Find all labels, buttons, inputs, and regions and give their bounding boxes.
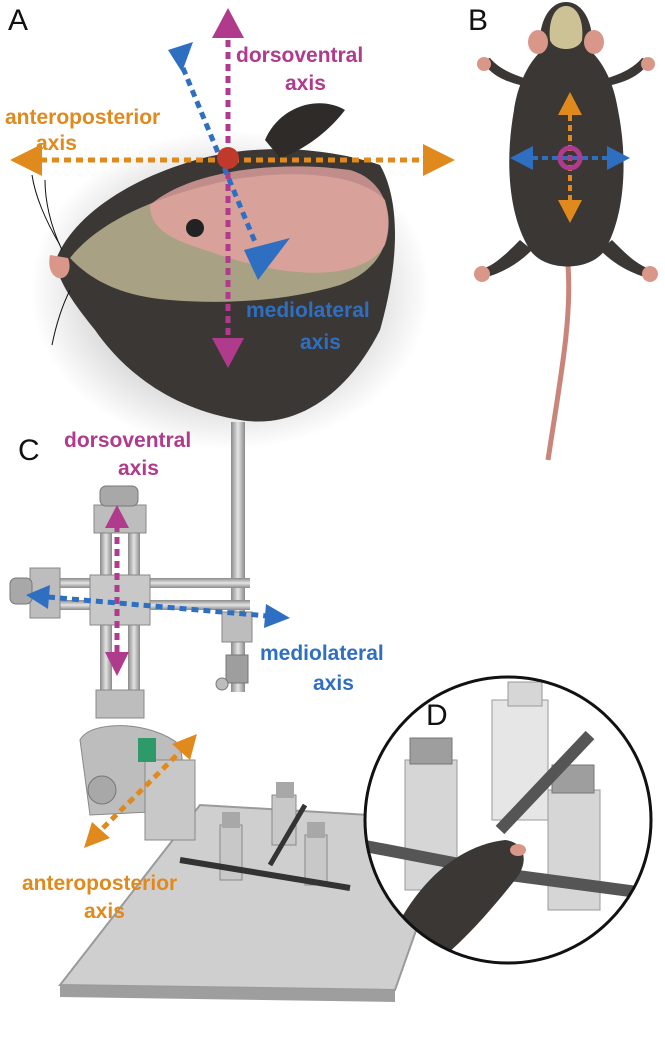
c-anteroposterior-label: anteroposterior: [22, 872, 177, 895]
c-dorsoventral-label: dorsoventral: [64, 429, 191, 452]
a-dorsoventral-label: dorsoventral: [236, 44, 363, 67]
ear-bar-towers: [179, 782, 351, 891]
mouse-ear: [265, 103, 345, 158]
panel-a: A dorsoventral axis anteroposterior axis…: [5, 4, 455, 450]
brain-overlay: [150, 166, 389, 273]
a-mediolateral-axis-label: axis: [300, 331, 341, 354]
a-dorsoventral-axis: [212, 8, 244, 368]
d-center-cap: [507, 681, 543, 707]
dv-top-knob: [99, 485, 139, 507]
bregma-point: [217, 147, 239, 169]
c-anteroposterior-axis: [84, 734, 197, 848]
d-mouse: [395, 840, 524, 960]
c-dorsoventral-axis-label: axis: [118, 457, 159, 480]
panel-d: D: [363, 675, 653, 965]
nose: [49, 255, 70, 279]
post-clamp: [225, 654, 249, 684]
a-anteroposterior-axis-label: axis: [36, 132, 77, 155]
panel-c: C dorsoventral axis mediolateral axis an…: [9, 422, 457, 1002]
ear-right: [584, 30, 604, 54]
ear-left: [528, 30, 548, 54]
mouse-tail: [545, 264, 572, 461]
panel-a-letter: A: [8, 4, 28, 37]
d-nose-bar: [495, 730, 595, 835]
ml-end-knob: [9, 577, 33, 605]
c-mediolateral-label: mediolateral: [260, 642, 384, 665]
mouse-paws: [474, 57, 658, 282]
c-dorsoventral-axis: [105, 505, 129, 676]
c-mediolateral-axis: [26, 585, 290, 628]
ap-knob: [87, 775, 117, 805]
mouse-body-dorsal: [509, 40, 624, 267]
c-anteroposterior-axis-label: axis: [84, 900, 125, 923]
zoom-circle-border: [363, 675, 653, 965]
support-post: [231, 422, 245, 692]
d-left-cap: [409, 737, 453, 765]
ml-right-clamp: [221, 611, 253, 643]
base-plate-edge: [60, 985, 395, 1002]
d-mouse-nose: [510, 844, 526, 856]
whiskers: [31, 174, 71, 346]
post-knob: [215, 677, 229, 691]
a-mediolateral-axis: [168, 42, 290, 280]
panel-b: B: [468, 2, 658, 461]
dv-bottom-block: [95, 689, 145, 719]
panel-c-letter: C: [18, 434, 40, 467]
mouse-skull-dorsal: [549, 6, 583, 49]
green-marker: [138, 738, 156, 762]
mouse-legs: [480, 58, 652, 278]
panel-d-letter: D: [426, 699, 448, 732]
ap-block: [144, 759, 196, 841]
a-mediolateral-label: mediolateral: [246, 299, 370, 322]
a-anteroposterior-label: anteroposterior: [5, 106, 160, 129]
panel-b-letter: B: [468, 4, 488, 37]
d-center-tower: [491, 699, 549, 821]
b-dorsoventral-axis-marker: [557, 145, 583, 171]
c-mediolateral-axis-label: axis: [313, 672, 354, 695]
eye: [186, 219, 204, 237]
a-dorsoventral-axis-label: axis: [285, 72, 326, 95]
b-mediolateral-axis: [510, 146, 630, 170]
